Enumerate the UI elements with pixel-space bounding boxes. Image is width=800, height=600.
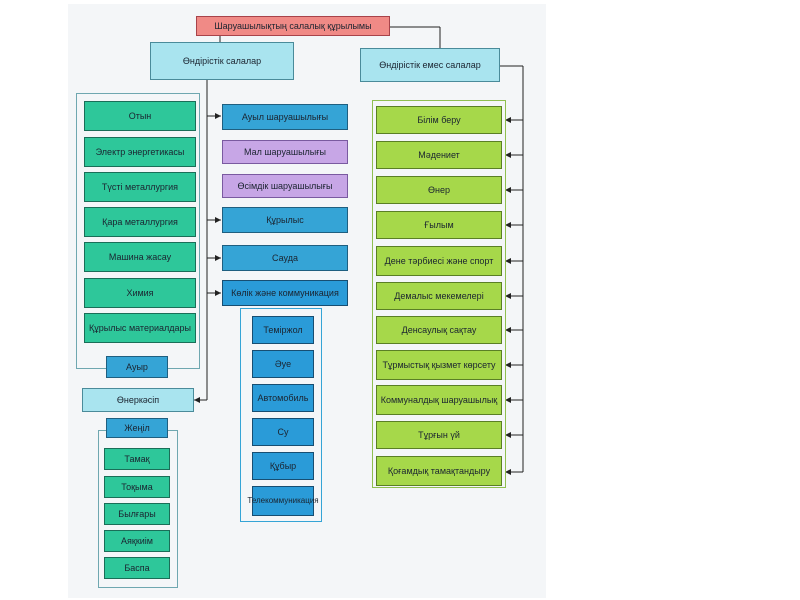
transport-item: Автомобиль — [252, 384, 314, 412]
agriculture: Ауыл шаруашылығы — [222, 104, 348, 130]
industry-item: Отын — [84, 101, 196, 131]
transport-item: Су — [252, 418, 314, 446]
light-item: Былғары — [104, 503, 170, 525]
industry-item: Электр энергетикасы — [84, 137, 196, 167]
light-item: Аяқкиім — [104, 530, 170, 552]
transport-item: Телекоммуникация — [247, 486, 319, 516]
nonproduction-group — [372, 100, 506, 488]
nonproduction-item: Тұрғын үй — [376, 421, 502, 449]
production-sectors: Өндірістік салалар — [150, 42, 294, 80]
nonproduction-item: Ғылым — [376, 211, 502, 239]
industry-item: Түсті металлургия — [84, 172, 196, 202]
crop-farming: Өсімдік шаруашылығы — [222, 174, 348, 198]
nonproduction-item: Дене тәрбиесі және спорт — [376, 246, 502, 276]
heavy-label: Ауыр — [106, 356, 168, 378]
industry-label: Өнеркәсіп — [82, 388, 194, 412]
industry-item: Қара металлургия — [84, 207, 196, 237]
transport-item: Әуе — [252, 350, 314, 378]
nonproduction-item: Өнер — [376, 176, 502, 204]
root-title: Шаруашылықтың салалық құрылымы — [196, 16, 390, 36]
nonproduction-item: Мәдениет — [376, 141, 502, 169]
nonproduction-item: Денсаулық сақтау — [376, 316, 502, 344]
trade: Сауда — [222, 245, 348, 271]
nonproduction-item: Қоғамдық тамақтандыру — [376, 456, 502, 486]
transport-group — [240, 308, 322, 522]
industry-item: Машина жасау — [84, 242, 196, 272]
light-item: Тамақ — [104, 448, 170, 470]
transport-item: Теміржол — [252, 316, 314, 344]
livestock: Мал шаруашылығы — [222, 140, 348, 164]
nonproduction-sectors: Өндірістік емес салалар — [360, 48, 500, 82]
nonproduction-item: Білім беру — [376, 106, 502, 134]
nonproduction-item: Демалыс мекемелері — [376, 282, 502, 310]
nonproduction-item: Коммуналдық шаруашылық — [376, 385, 502, 415]
transport-item: Құбыр — [252, 452, 314, 480]
transport-communication: Көлік және коммуникация — [222, 280, 348, 306]
nonproduction-item: Тұрмыстық қызмет көрсету — [376, 350, 502, 380]
construction: Құрылыс — [222, 207, 348, 233]
light-item: Тоқыма — [104, 476, 170, 498]
light-label: Жеңіл — [106, 418, 168, 438]
industry-item: Құрылыс материалдары — [84, 313, 196, 343]
industry-item: Химия — [84, 278, 196, 308]
light-item: Баспа — [104, 557, 170, 579]
